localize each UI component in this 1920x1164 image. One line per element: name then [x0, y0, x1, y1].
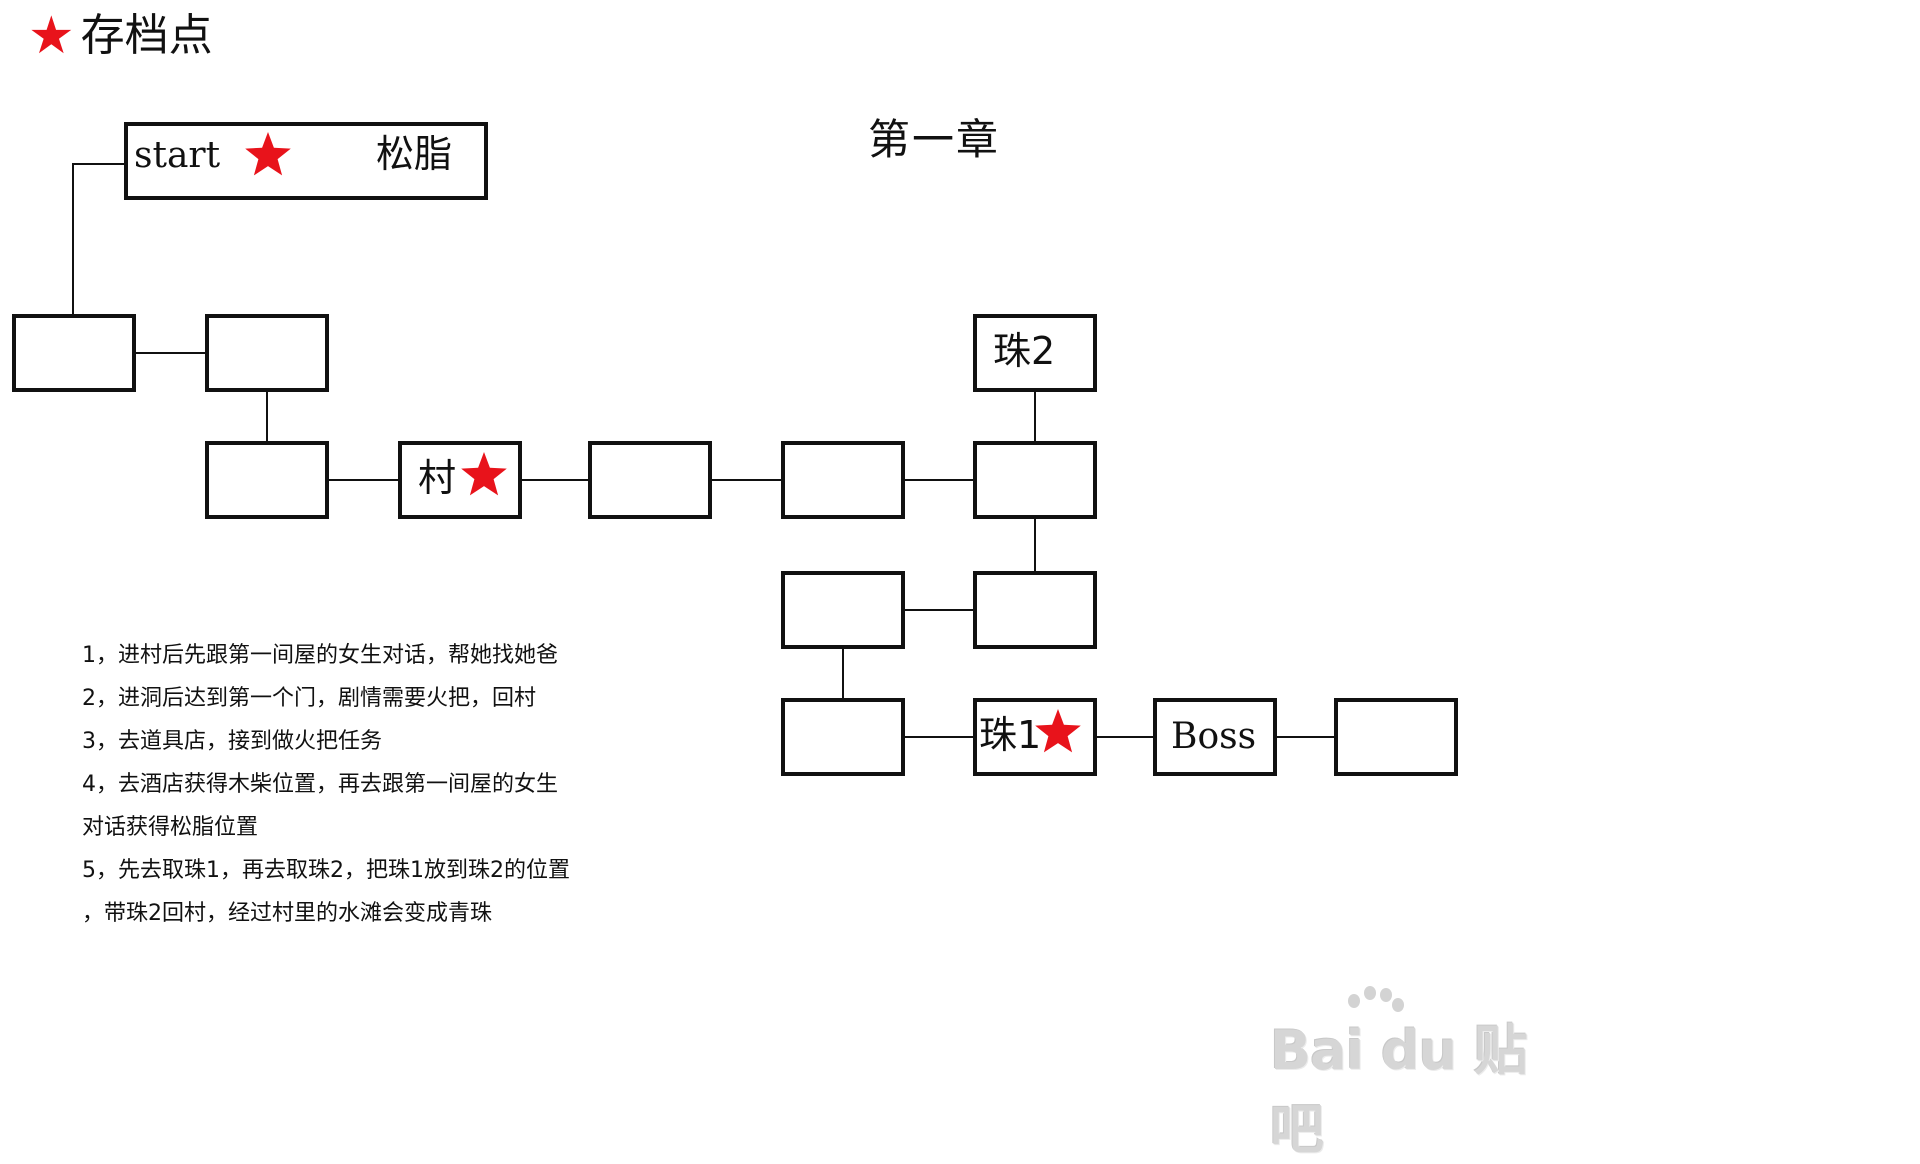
node-box — [205, 314, 329, 392]
note-line: 4，去酒店获得木柴位置，再去跟第一间屋的女生 — [82, 772, 558, 797]
node-box — [1153, 698, 1277, 776]
map-node-start: start 松脂 — [124, 122, 488, 200]
map-node-bead2: 珠2 — [973, 314, 1097, 392]
red-star-icon: ★ — [28, 6, 75, 66]
node-box — [973, 314, 1097, 392]
note-line: 2，进洞后达到第一个门，剧情需要火把，回村 — [82, 686, 536, 711]
node-label: 珠2 — [993, 329, 1055, 373]
node-box — [398, 441, 522, 519]
map-node-n3 — [205, 441, 329, 519]
legend-label: 存档点 — [80, 10, 213, 61]
map-node-n11 — [781, 698, 905, 776]
legend: ★ 存档点 — [28, 10, 213, 62]
note-line: 1，进村后先跟第一间屋的女生对话，帮她找她爸 — [82, 643, 558, 668]
node-box — [588, 441, 712, 519]
map-node-n6 — [781, 441, 905, 519]
red-star-icon — [1035, 709, 1081, 753]
node-box — [12, 314, 136, 392]
red-star-icon — [461, 452, 507, 496]
watermark-text: Bai du 贴吧 — [1270, 1019, 1528, 1161]
map-node-n2 — [205, 314, 329, 392]
node-box — [973, 441, 1097, 519]
node-extra-label: 松脂 — [376, 132, 452, 176]
map-diagram: start 松脂村 珠2 珠1 Boss — [12, 122, 1458, 776]
node-box — [781, 441, 905, 519]
baidu-tieba-watermark: Bai du 贴吧 — [1270, 986, 1540, 1161]
notes-list: 1，进村后先跟第一间屋的女生对话，帮她找她爸 2，进洞后达到第一个门，剧情需要火… — [82, 634, 642, 935]
red-star-icon — [245, 132, 291, 176]
map-node-n5 — [588, 441, 712, 519]
map-node-n7 — [973, 441, 1097, 519]
node-box — [973, 698, 1097, 776]
node-label: 珠1 — [979, 713, 1041, 757]
node-label: start — [134, 135, 221, 176]
connector-line — [72, 163, 126, 316]
map-node-n10 — [781, 571, 905, 649]
node-label: 村 — [418, 456, 456, 500]
node-box — [781, 571, 905, 649]
node-box — [973, 571, 1097, 649]
map-node-n1 — [12, 314, 136, 392]
map-node-bead1: 珠1 — [973, 698, 1097, 776]
note-line: 5，先去取珠1，再去取珠2，把珠1放到珠2的位置 — [82, 858, 570, 883]
map-node-n9 — [973, 571, 1097, 649]
node-label: Boss — [1171, 716, 1256, 757]
note-line: ，带珠2回村，经过村里的水滩会变成青珠 — [82, 901, 492, 926]
chapter-title: 第一章 — [868, 115, 1001, 164]
note-line: 对话获得松脂位置 — [82, 815, 259, 840]
node-box — [781, 698, 905, 776]
map-node-village: 村 — [398, 441, 522, 519]
node-box — [124, 122, 488, 200]
note-line: 3，去道具店，接到做火把任务 — [82, 729, 382, 754]
node-box — [205, 441, 329, 519]
map-node-boss: Boss — [1153, 698, 1277, 776]
node-box — [1334, 698, 1458, 776]
map-node-n14 — [1334, 698, 1458, 776]
